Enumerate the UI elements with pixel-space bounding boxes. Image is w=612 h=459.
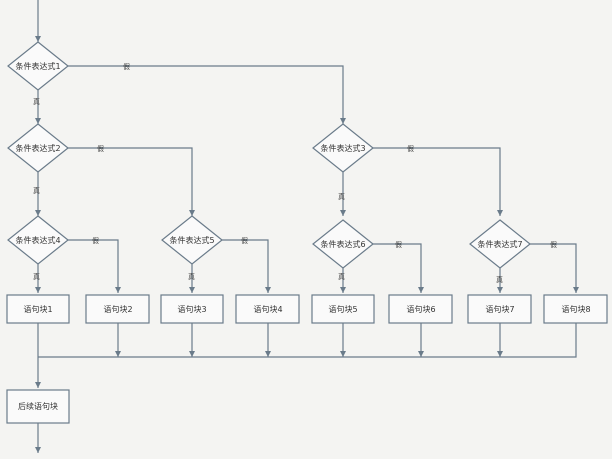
block-6-label: 语句块6	[406, 304, 435, 314]
false-label-c3: 假	[407, 144, 414, 153]
true-label-c7: 真	[496, 275, 503, 284]
block-5-shape	[311, 294, 375, 324]
block-3: 语句块3	[160, 294, 224, 324]
condition-6-shape	[312, 219, 374, 269]
block-4-label: 语句块4	[253, 304, 282, 314]
condition-7: 条件表达式7	[469, 219, 531, 269]
condition-3: 条件表达式3	[312, 123, 374, 173]
condition-1: 条件表达式1	[7, 41, 69, 91]
connectors	[35, 0, 579, 453]
final-block: 后续语句块	[6, 389, 70, 424]
condition-4-label: 条件表达式4	[15, 235, 60, 245]
condition-3-shape	[312, 123, 374, 173]
condition-5-shape	[161, 215, 223, 265]
condition-1-label: 条件表达式1	[15, 61, 60, 71]
block-6-shape	[388, 294, 453, 324]
block-4-shape	[235, 294, 300, 324]
edge-c7-b8	[530, 243, 579, 293]
true-label-c5: 真	[188, 272, 195, 281]
edge-c3-c7	[373, 147, 503, 216]
edge-c4-b2	[68, 239, 121, 293]
condition-4-shape	[7, 215, 69, 265]
bus-line	[38, 323, 577, 358]
edge-c5-b4	[222, 239, 271, 293]
false-label-c5: 假	[241, 236, 248, 245]
block-8: 语句块8	[543, 294, 608, 324]
block-5: 语句块5	[311, 294, 375, 324]
block-6: 语句块6	[388, 294, 453, 324]
block-3-shape	[160, 294, 224, 324]
block-3-label: 语句块3	[177, 304, 206, 314]
condition-5-label: 条件表达式5	[169, 235, 214, 245]
true-label-c6: 真	[338, 272, 345, 281]
final-block-label: 后续语句块	[18, 401, 58, 411]
condition-2: 条件表达式2	[7, 123, 69, 173]
condition-7-shape	[469, 219, 531, 269]
block-5-label: 语句块5	[328, 304, 357, 314]
block-1: 语句块1	[6, 294, 70, 324]
branch-labels: 真 假 真 假 真 假 真 假 真 假 真 假 真 假	[33, 62, 557, 284]
block-1-shape	[6, 294, 70, 324]
false-label-c2: 假	[97, 144, 104, 153]
block-2: 语句块2	[85, 294, 150, 324]
condition-4: 条件表达式4	[7, 215, 69, 265]
true-label-c1: 真	[33, 97, 40, 106]
block-4: 语句块4	[235, 294, 300, 324]
condition-5: 条件表达式5	[161, 215, 223, 265]
block-8-label: 语句块8	[561, 304, 590, 314]
block-2-label: 语句块2	[103, 304, 132, 314]
block-7: 语句块7	[467, 294, 532, 324]
block-2-shape	[85, 294, 150, 324]
true-label-c2: 真	[33, 186, 40, 195]
false-label-c1: 假	[123, 62, 130, 71]
edge-c6-b6	[373, 243, 424, 293]
final-block-shape	[6, 389, 70, 424]
edge-c1-c3	[68, 65, 346, 124]
block-7-label: 语句块7	[485, 304, 514, 314]
condition-2-label: 条件表达式2	[15, 143, 60, 153]
true-label-c3: 真	[338, 192, 345, 201]
true-label-c4: 真	[33, 272, 40, 281]
condition-7-label: 条件表达式7	[477, 239, 522, 249]
block-1-label: 语句块1	[23, 304, 52, 314]
condition-3-label: 条件表达式3	[320, 143, 365, 153]
false-label-c7: 假	[550, 240, 557, 249]
edge-c2-c5	[68, 147, 195, 216]
condition-2-shape	[7, 123, 69, 173]
false-label-c6: 假	[395, 240, 402, 249]
condition-6: 条件表达式6	[312, 219, 374, 269]
false-label-c4: 假	[92, 236, 99, 245]
condition-6-label: 条件表达式6	[320, 239, 365, 249]
condition-1-shape	[7, 41, 69, 91]
block-7-shape	[467, 294, 532, 324]
block-8-shape	[543, 294, 608, 324]
